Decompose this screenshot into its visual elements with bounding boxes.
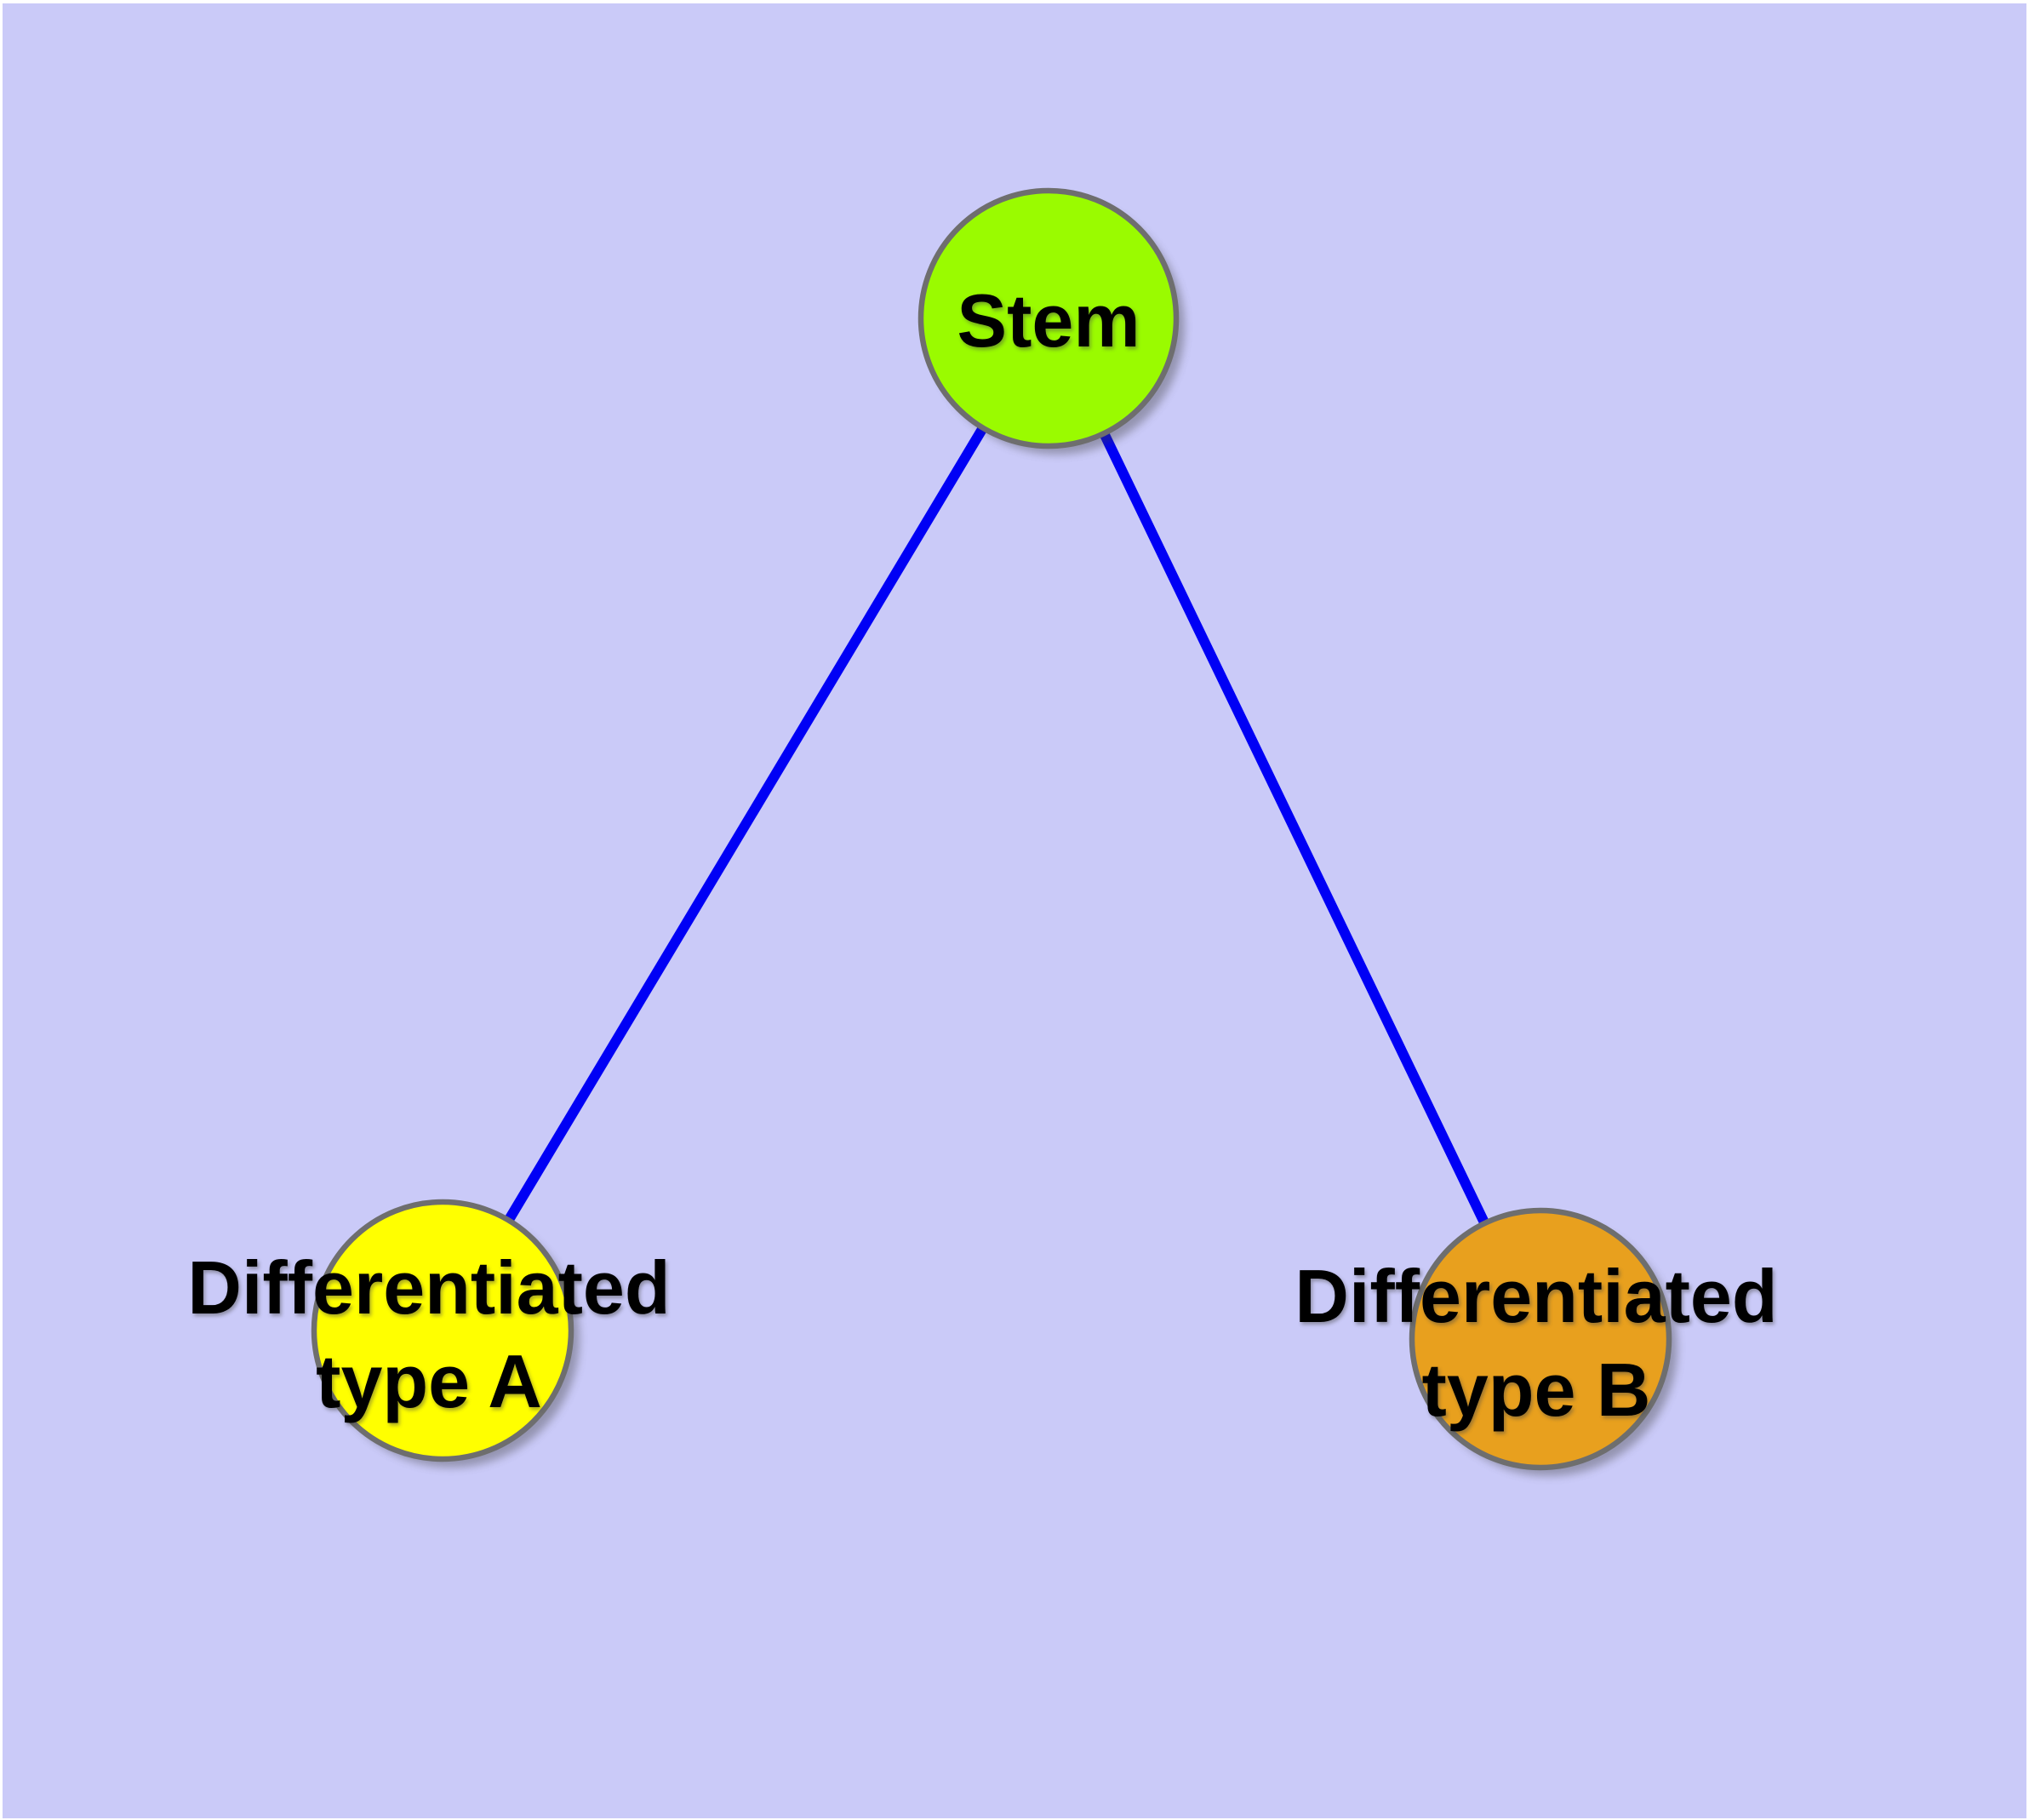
edge-stem-to-type-a [437,313,1054,1336]
node-stem [917,187,1180,449]
edge-stem-to-type-b [1043,313,1546,1344]
node-differentiated-type-b [1409,1207,1672,1471]
node-differentiated-type-a [311,1199,574,1462]
